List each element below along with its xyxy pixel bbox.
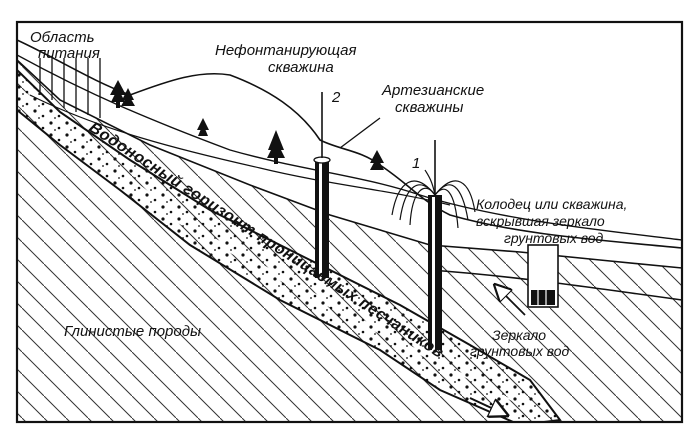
trees bbox=[110, 80, 384, 170]
water-table-label-1: Зеркало bbox=[492, 327, 546, 343]
artesian-wells-label-2: скважины bbox=[395, 99, 463, 116]
recharge-area-label-2: питания bbox=[38, 45, 100, 62]
well-number-1: 1 bbox=[412, 155, 420, 172]
hills-surface bbox=[17, 39, 682, 269]
water-table-arrow bbox=[500, 290, 526, 316]
layer-line-2 bbox=[29, 94, 451, 206]
dug-well-label-3: грунтовых вод bbox=[504, 230, 604, 246]
recharge-arrows bbox=[39, 58, 101, 118]
dug-well bbox=[527, 244, 559, 308]
dug-well-label-2: вскрывшая зеркало bbox=[476, 213, 605, 229]
dug-well-label-1: Колодец или скважина, bbox=[476, 196, 627, 212]
artesian-well bbox=[391, 140, 476, 350]
clay-rocks-label: Глинистые породы bbox=[64, 323, 201, 340]
aquifer-band bbox=[17, 68, 562, 422]
non-flowing-well bbox=[313, 92, 331, 278]
clay-layer-upper bbox=[17, 60, 682, 422]
well-number-2: 2 bbox=[331, 89, 341, 106]
clay-layer-lower bbox=[17, 105, 554, 422]
artesian-wells-label-1: Артезианские bbox=[381, 82, 484, 99]
recharge-area-label-1: Область bbox=[30, 29, 95, 46]
aquifer-flow-arrow bbox=[469, 397, 500, 412]
diagram-frame bbox=[15, 20, 684, 424]
layer-line-1 bbox=[17, 54, 682, 241]
water-table-label-2: грунтовых вод bbox=[470, 343, 570, 359]
non-flowing-well-label-1: Нефонтанирующая bbox=[215, 42, 356, 59]
non-flowing-well-label-2: скважина bbox=[268, 59, 334, 76]
artesian-leader bbox=[339, 117, 381, 149]
